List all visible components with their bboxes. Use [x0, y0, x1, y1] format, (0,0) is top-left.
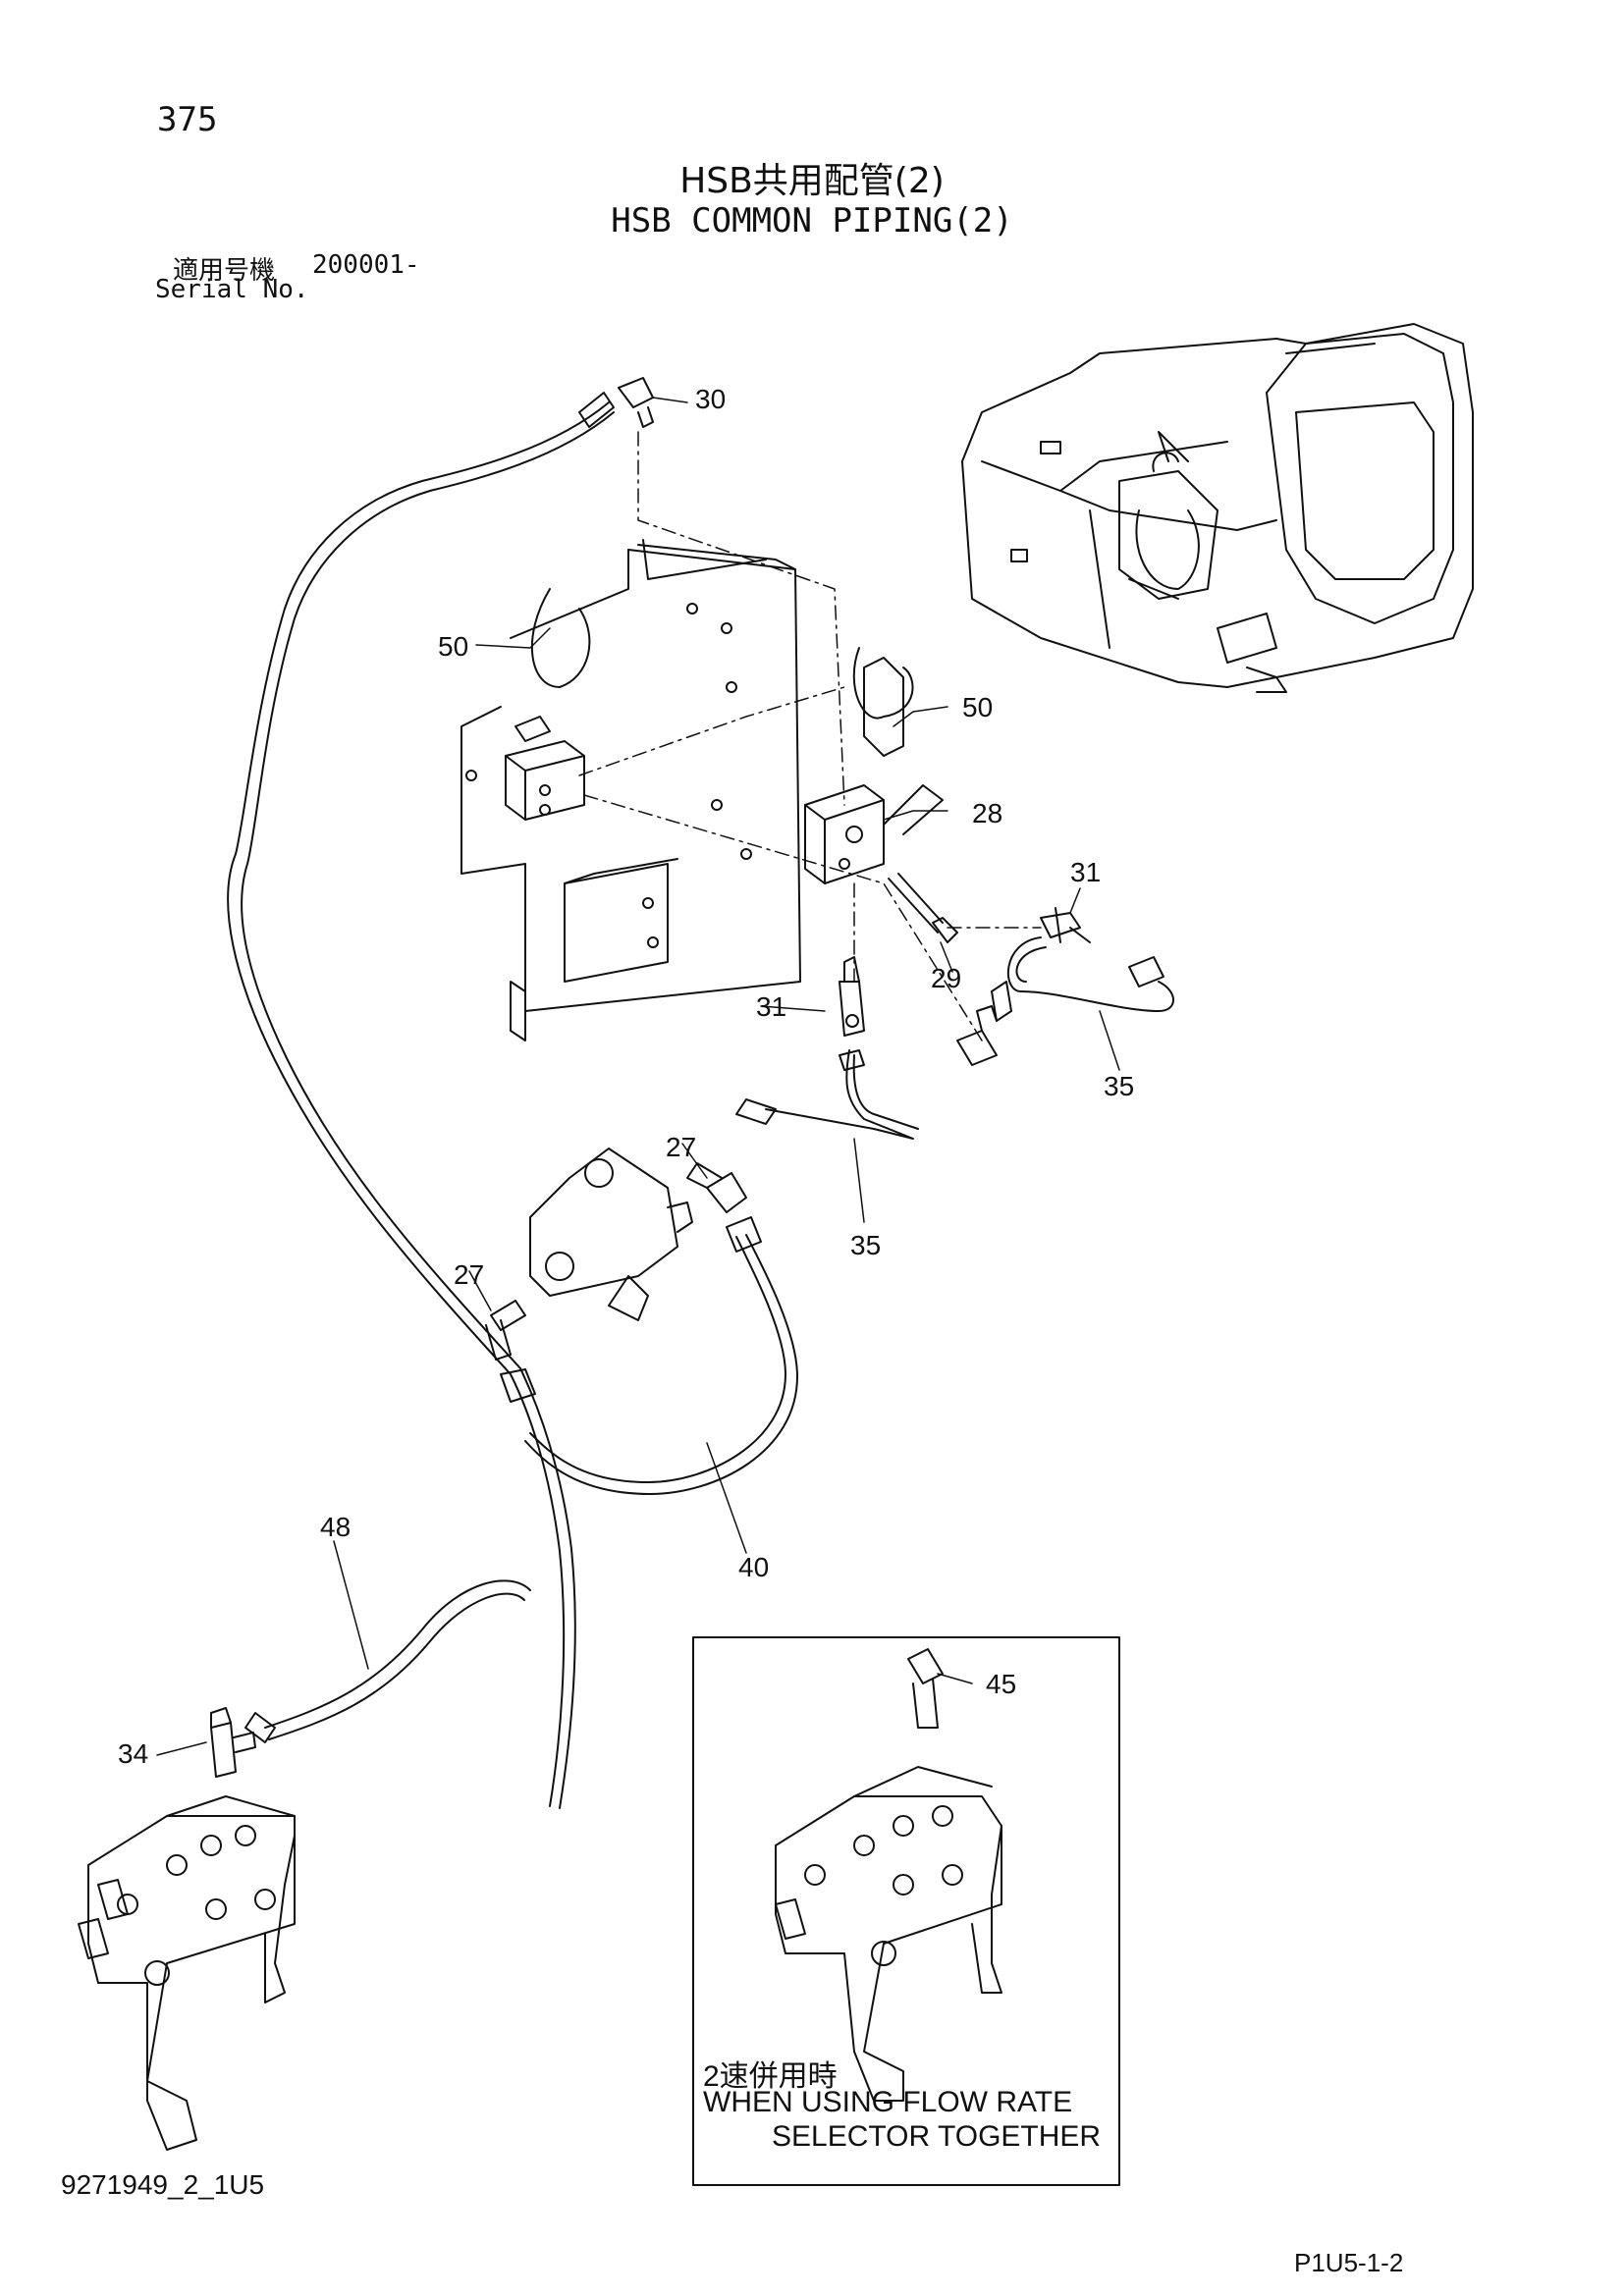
drawing-id: 9271949_2_1U5: [61, 2169, 265, 2200]
callout-35-right: 35: [1104, 1071, 1134, 1101]
tee-fitting-34: [210, 1707, 256, 1778]
callout-27-lower: 27: [454, 1259, 484, 1290]
tee-fitting-31-right: [1040, 907, 1091, 943]
page-number: 375: [157, 100, 218, 139]
title-english: HSB COMMON PIPING(2): [611, 201, 1013, 240]
tube-35-lower: [735, 1049, 919, 1140]
selector-valve: [529, 1148, 693, 1321]
callout-31-lower: 31: [756, 991, 786, 1022]
solenoid-valve-left: [505, 588, 591, 821]
elbow-fitting-right: [956, 1005, 998, 1066]
callout-27-upper: 27: [666, 1132, 696, 1162]
serial-label-japanese: 適用号機: [173, 256, 276, 286]
callout-labels: 30 50 50 28 31 29 31 35 35 27 27 40 48 3…: [118, 384, 1134, 1769]
callout-35-lower: 35: [850, 1230, 881, 1260]
mounting-bracket: [460, 539, 801, 1041]
callout-40: 40: [738, 1552, 769, 1582]
callout-50-right: 50: [962, 692, 993, 722]
control-valve-manifold: [78, 1795, 296, 2151]
elbow-27-lower: [485, 1300, 526, 1361]
elbow-30: [618, 377, 654, 428]
callout-50-left: 50: [438, 631, 468, 662]
tee-fitting-31-lower: [839, 956, 865, 1037]
inset-note-line1: WHEN USING FLOW RATE: [703, 2086, 1073, 2118]
hose-48: [244, 1579, 531, 1743]
callout-45: 45: [986, 1669, 1016, 1699]
callout-30: 30: [695, 384, 726, 414]
title-japanese: HSB共用配管(2): [679, 161, 945, 201]
elbow-45: [907, 1648, 944, 1729]
elbow-27-upper: [686, 1162, 747, 1213]
hose-40: [500, 1216, 798, 1495]
leader-lines: [156, 397, 1120, 1756]
callout-48: 48: [320, 1512, 351, 1542]
machine-overview-illustration: [961, 323, 1474, 693]
inset-manifold: [775, 1766, 1002, 2102]
bolt-29: [888, 873, 958, 943]
inset-note-japanese: 2速併用時: [703, 2060, 838, 2093]
inset-note-line2: SELECTOR TOGETHER: [772, 2120, 1102, 2153]
inset-box: [692, 1636, 1120, 2186]
sheet-reference: P1U5-1-2: [1294, 2248, 1404, 2277]
serial-label-english: Serial No.: [155, 275, 309, 304]
assembly-guide-lines: [578, 431, 1042, 1041]
block-28: [804, 647, 944, 884]
callout-34: 34: [118, 1738, 148, 1769]
callout-31-right: 31: [1070, 857, 1101, 887]
serial-value: 200001-: [312, 250, 420, 280]
callout-28: 28: [972, 798, 1002, 828]
callout-29: 29: [931, 963, 961, 993]
long-hose: [227, 392, 615, 1809]
tube-35-right: [991, 936, 1174, 1022]
